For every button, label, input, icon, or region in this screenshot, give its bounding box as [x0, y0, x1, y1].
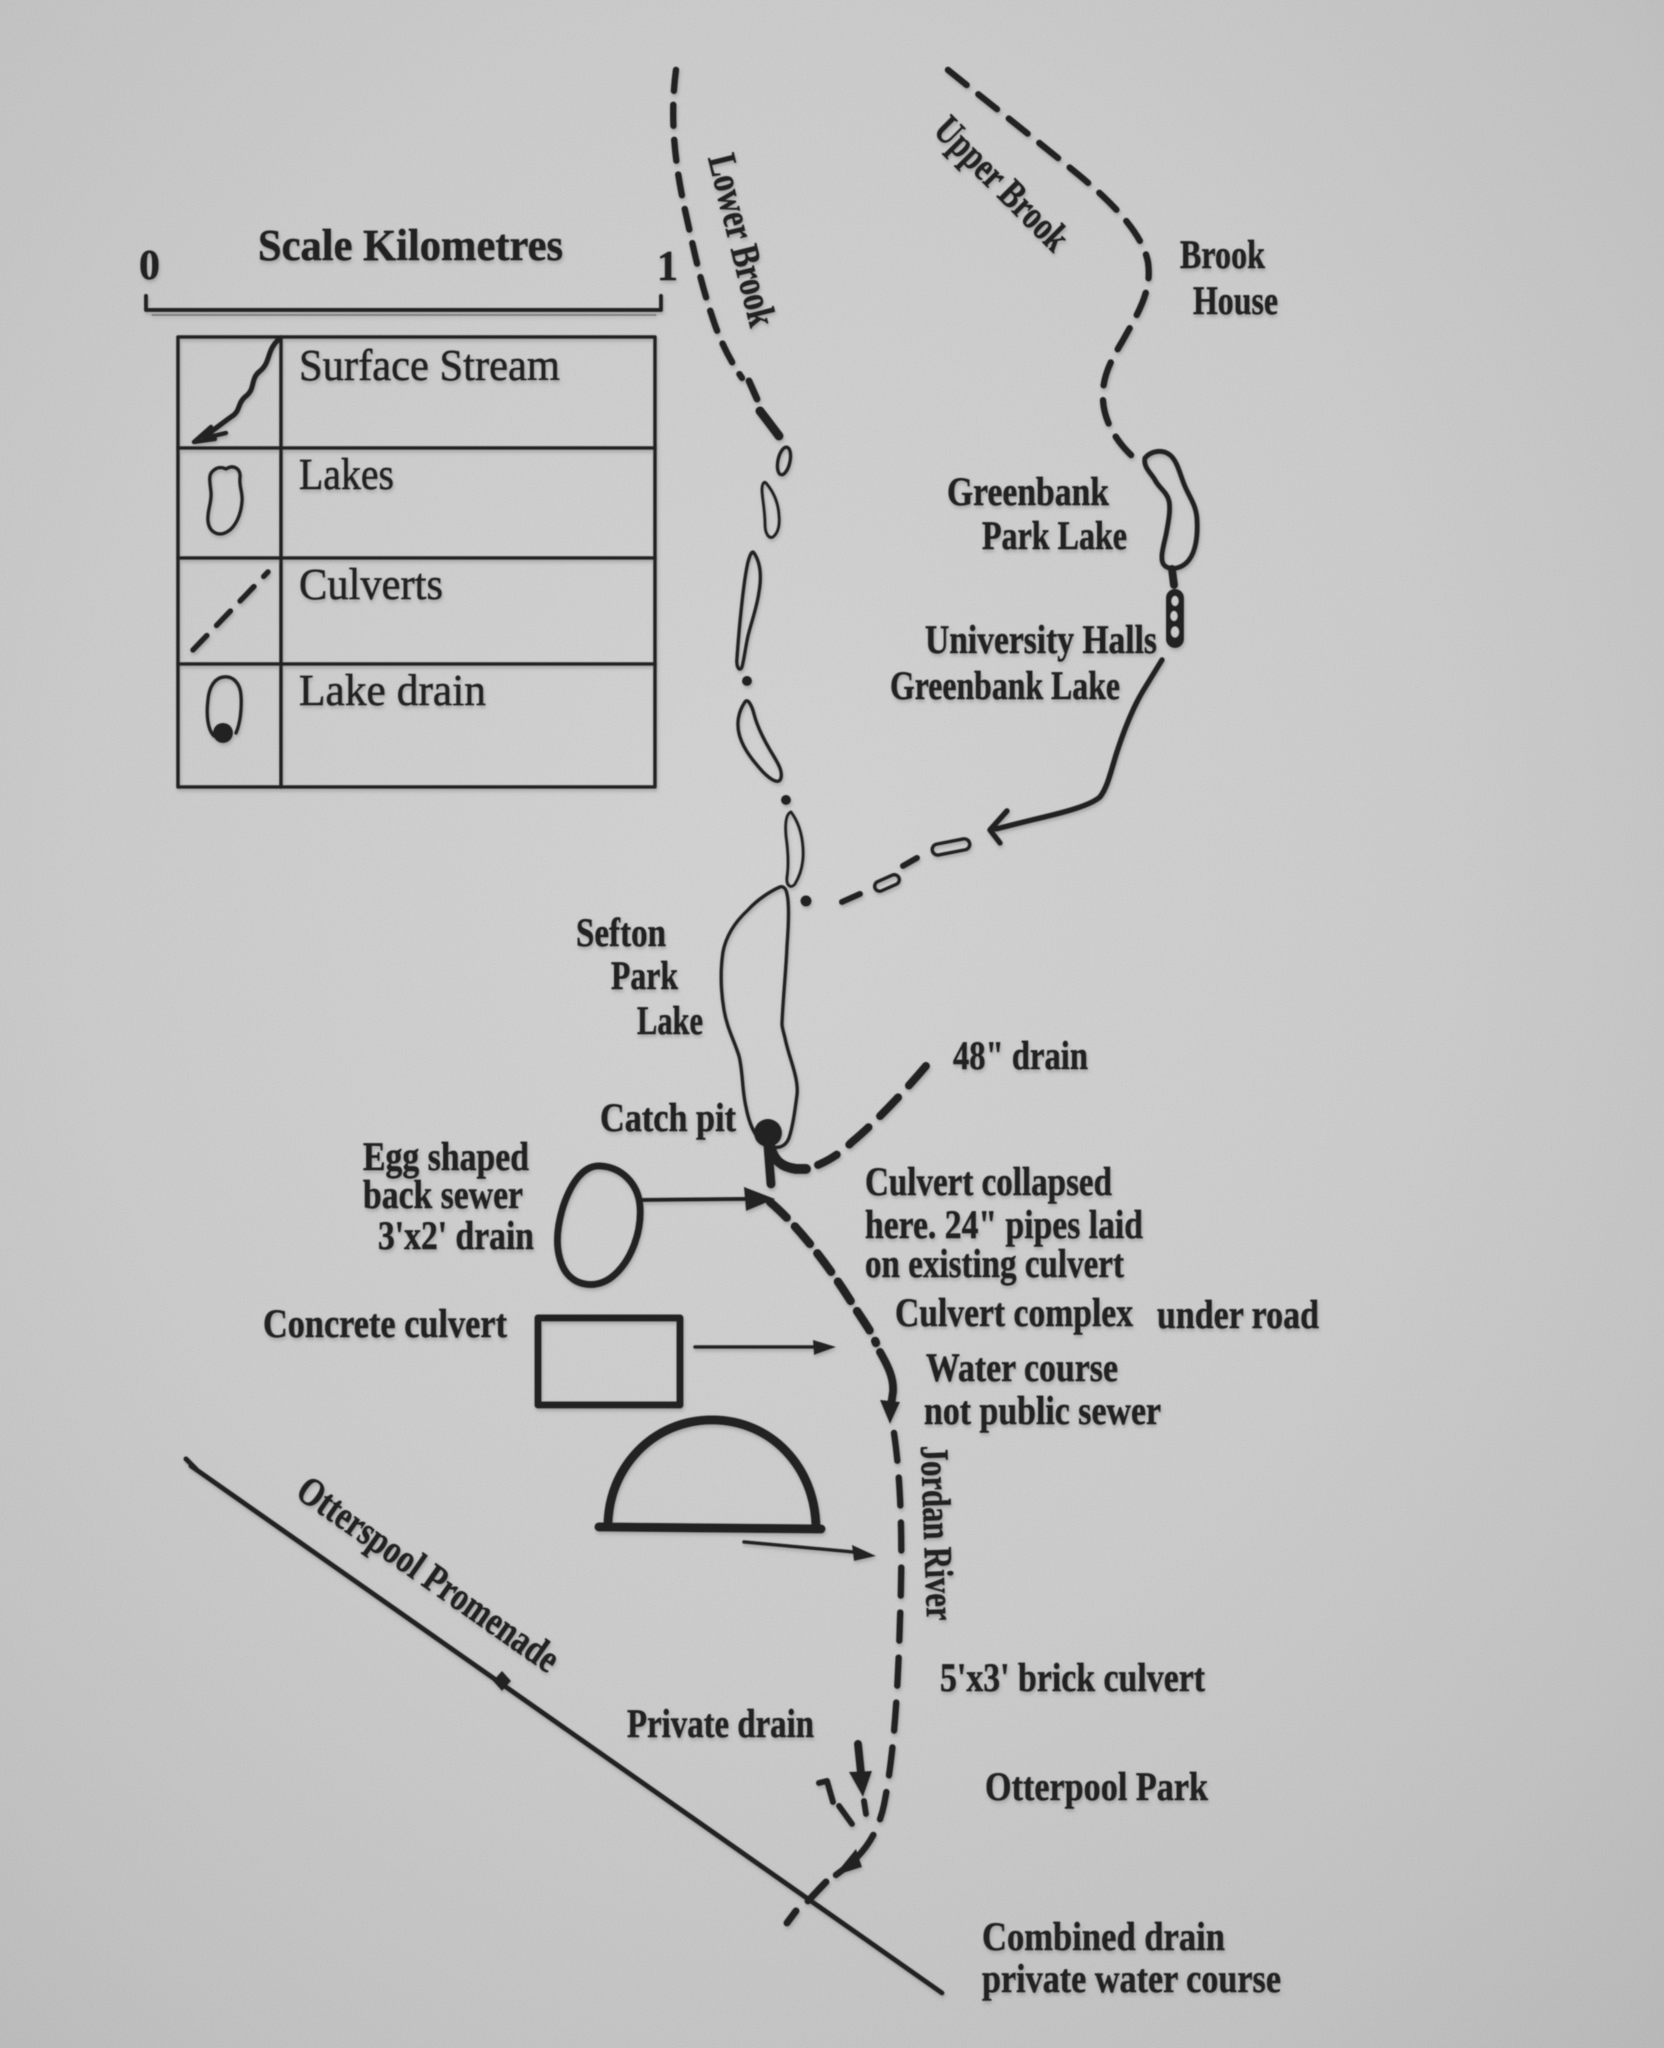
svg-text:Concrete culvert: Concrete culvert [263, 1301, 508, 1346]
svg-text:Jordan River: Jordan River [912, 1445, 963, 1621]
svg-text:Brook: Brook [1180, 232, 1266, 277]
svg-text:1: 1 [657, 244, 678, 290]
svg-text:Greenbank Lake: Greenbank Lake [890, 663, 1120, 708]
svg-text:Park: Park [611, 953, 679, 998]
svg-text:Otterpool Park: Otterpool Park [985, 1764, 1209, 1809]
svg-text:Culvert complex: Culvert complex [895, 1290, 1133, 1335]
svg-text:private water course: private water course [982, 1956, 1281, 2001]
svg-text:3'x2' drain: 3'x2' drain [378, 1213, 534, 1258]
svg-text:Combined drain: Combined drain [982, 1914, 1225, 1959]
svg-text:under road: under road [1157, 1292, 1319, 1337]
svg-text:Water course: Water course [926, 1345, 1118, 1390]
svg-text:not public sewer: not public sewer [924, 1388, 1161, 1433]
svg-text:Surface Stream: Surface Stream [299, 341, 560, 390]
svg-text:Catch pit: Catch pit [600, 1095, 737, 1140]
svg-text:Sefton: Sefton [576, 910, 666, 955]
svg-text:Culvert collapsed: Culvert collapsed [865, 1159, 1112, 1204]
svg-text:Lakes: Lakes [299, 450, 394, 499]
svg-text:Greenbank: Greenbank [947, 469, 1110, 514]
svg-text:Private drain: Private drain [627, 1701, 814, 1746]
svg-text:Lake: Lake [637, 998, 703, 1043]
svg-text:Park Lake: Park Lake [982, 513, 1127, 558]
svg-text:back sewer: back sewer [363, 1172, 523, 1217]
svg-text:here. 24" pipes laid: here. 24" pipes laid [865, 1202, 1143, 1247]
svg-text:48" drain: 48" drain [953, 1033, 1088, 1078]
svg-text:University Halls: University Halls [925, 617, 1157, 662]
svg-text:Culverts: Culverts [299, 560, 443, 609]
svg-text:Scale Kilometres: Scale Kilometres [258, 221, 563, 270]
svg-text:Egg shaped: Egg shaped [363, 1134, 529, 1179]
svg-text:on existing culvert: on existing culvert [865, 1241, 1125, 1286]
svg-text:5'x3' brick culvert: 5'x3' brick culvert [940, 1655, 1206, 1700]
svg-text:0: 0 [139, 243, 160, 289]
svg-text:House: House [1193, 278, 1278, 323]
svg-text:Lake drain: Lake drain [299, 666, 486, 715]
